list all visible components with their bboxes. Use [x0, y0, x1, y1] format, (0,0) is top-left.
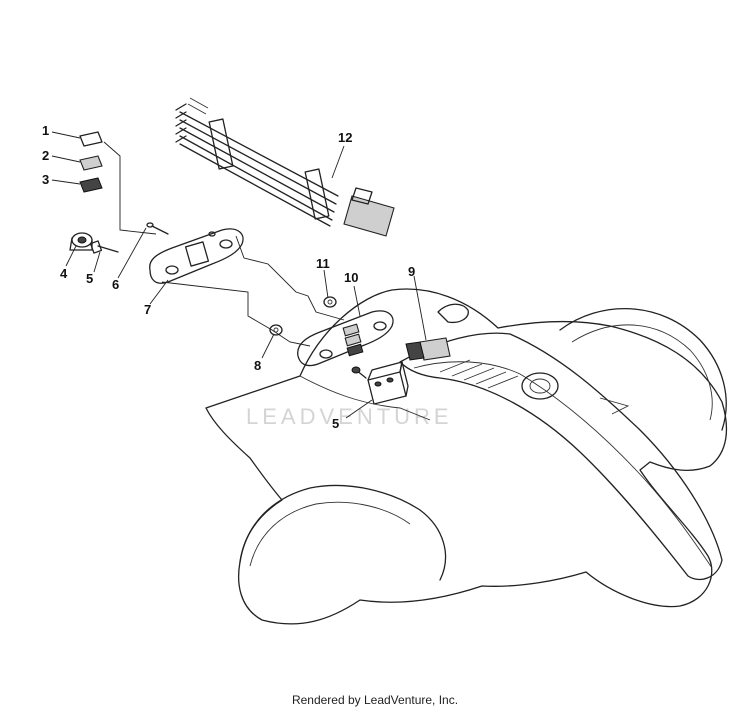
- part-2-switch-cap: [79, 155, 103, 171]
- fender-left-flare-inner: [249, 501, 411, 567]
- part-5-relay-switch: [351, 361, 409, 405]
- part-10-switch-plate: [297, 310, 394, 367]
- part-9-connector: [405, 337, 451, 361]
- callout-4: 4: [60, 266, 68, 281]
- callout-8: 8: [254, 358, 261, 373]
- part-7-switch-plate: [149, 228, 244, 284]
- callout-7: 7: [144, 302, 151, 317]
- fender-cap-inner: [529, 378, 551, 394]
- rear-fender: [205, 288, 728, 625]
- part-8-washer: [269, 324, 283, 336]
- part-1-switch-cap: [79, 131, 103, 147]
- harness-terminals: [175, 103, 187, 143]
- fender-arrow-mark: [599, 397, 630, 415]
- part-4-ignition-switch: [69, 232, 93, 251]
- callout-2: 2: [42, 148, 49, 163]
- callout-9: 9: [408, 264, 415, 279]
- callout-5-relay: 5: [332, 416, 339, 431]
- plate-alignment-line-lower: [161, 281, 311, 347]
- part-3-switch-cap: [79, 177, 103, 193]
- fender-right-arch: [559, 307, 727, 431]
- fender-left-lip: [299, 375, 431, 421]
- fender-left-flare: [239, 484, 447, 581]
- fender-right-arch-inner: [571, 324, 713, 421]
- fender-tab-slot: [437, 303, 469, 324]
- harness-connector: [343, 195, 395, 237]
- fender-ridge-inner: [413, 361, 713, 569]
- footer-credit: Rendered by LeadVenture, Inc.: [291, 693, 459, 707]
- fender-ridge-hatching: [439, 359, 519, 389]
- callout-11: 11: [316, 256, 330, 271]
- leader-lines: [51, 131, 427, 419]
- part-6-screw: [146, 222, 169, 235]
- callout-1: 1: [42, 123, 49, 138]
- plate-alignment-line-upper: [235, 235, 345, 321]
- callout-5-key: 5: [86, 271, 93, 286]
- callout-10: 10: [344, 270, 358, 285]
- switch-bracket-line: [103, 141, 157, 235]
- part-11-washer: [323, 296, 337, 308]
- part-12-wire-harness: [175, 97, 395, 237]
- fender-cap-outer: [521, 372, 559, 400]
- fender-center-ridge: [399, 332, 723, 581]
- part-5-key: [89, 240, 119, 254]
- callout-6: 6: [112, 277, 119, 292]
- callout-12: 12: [338, 130, 352, 145]
- watermark-text: LEADVENTURE: [246, 404, 453, 429]
- callout-3: 3: [42, 172, 49, 187]
- fender-outline: [205, 288, 728, 625]
